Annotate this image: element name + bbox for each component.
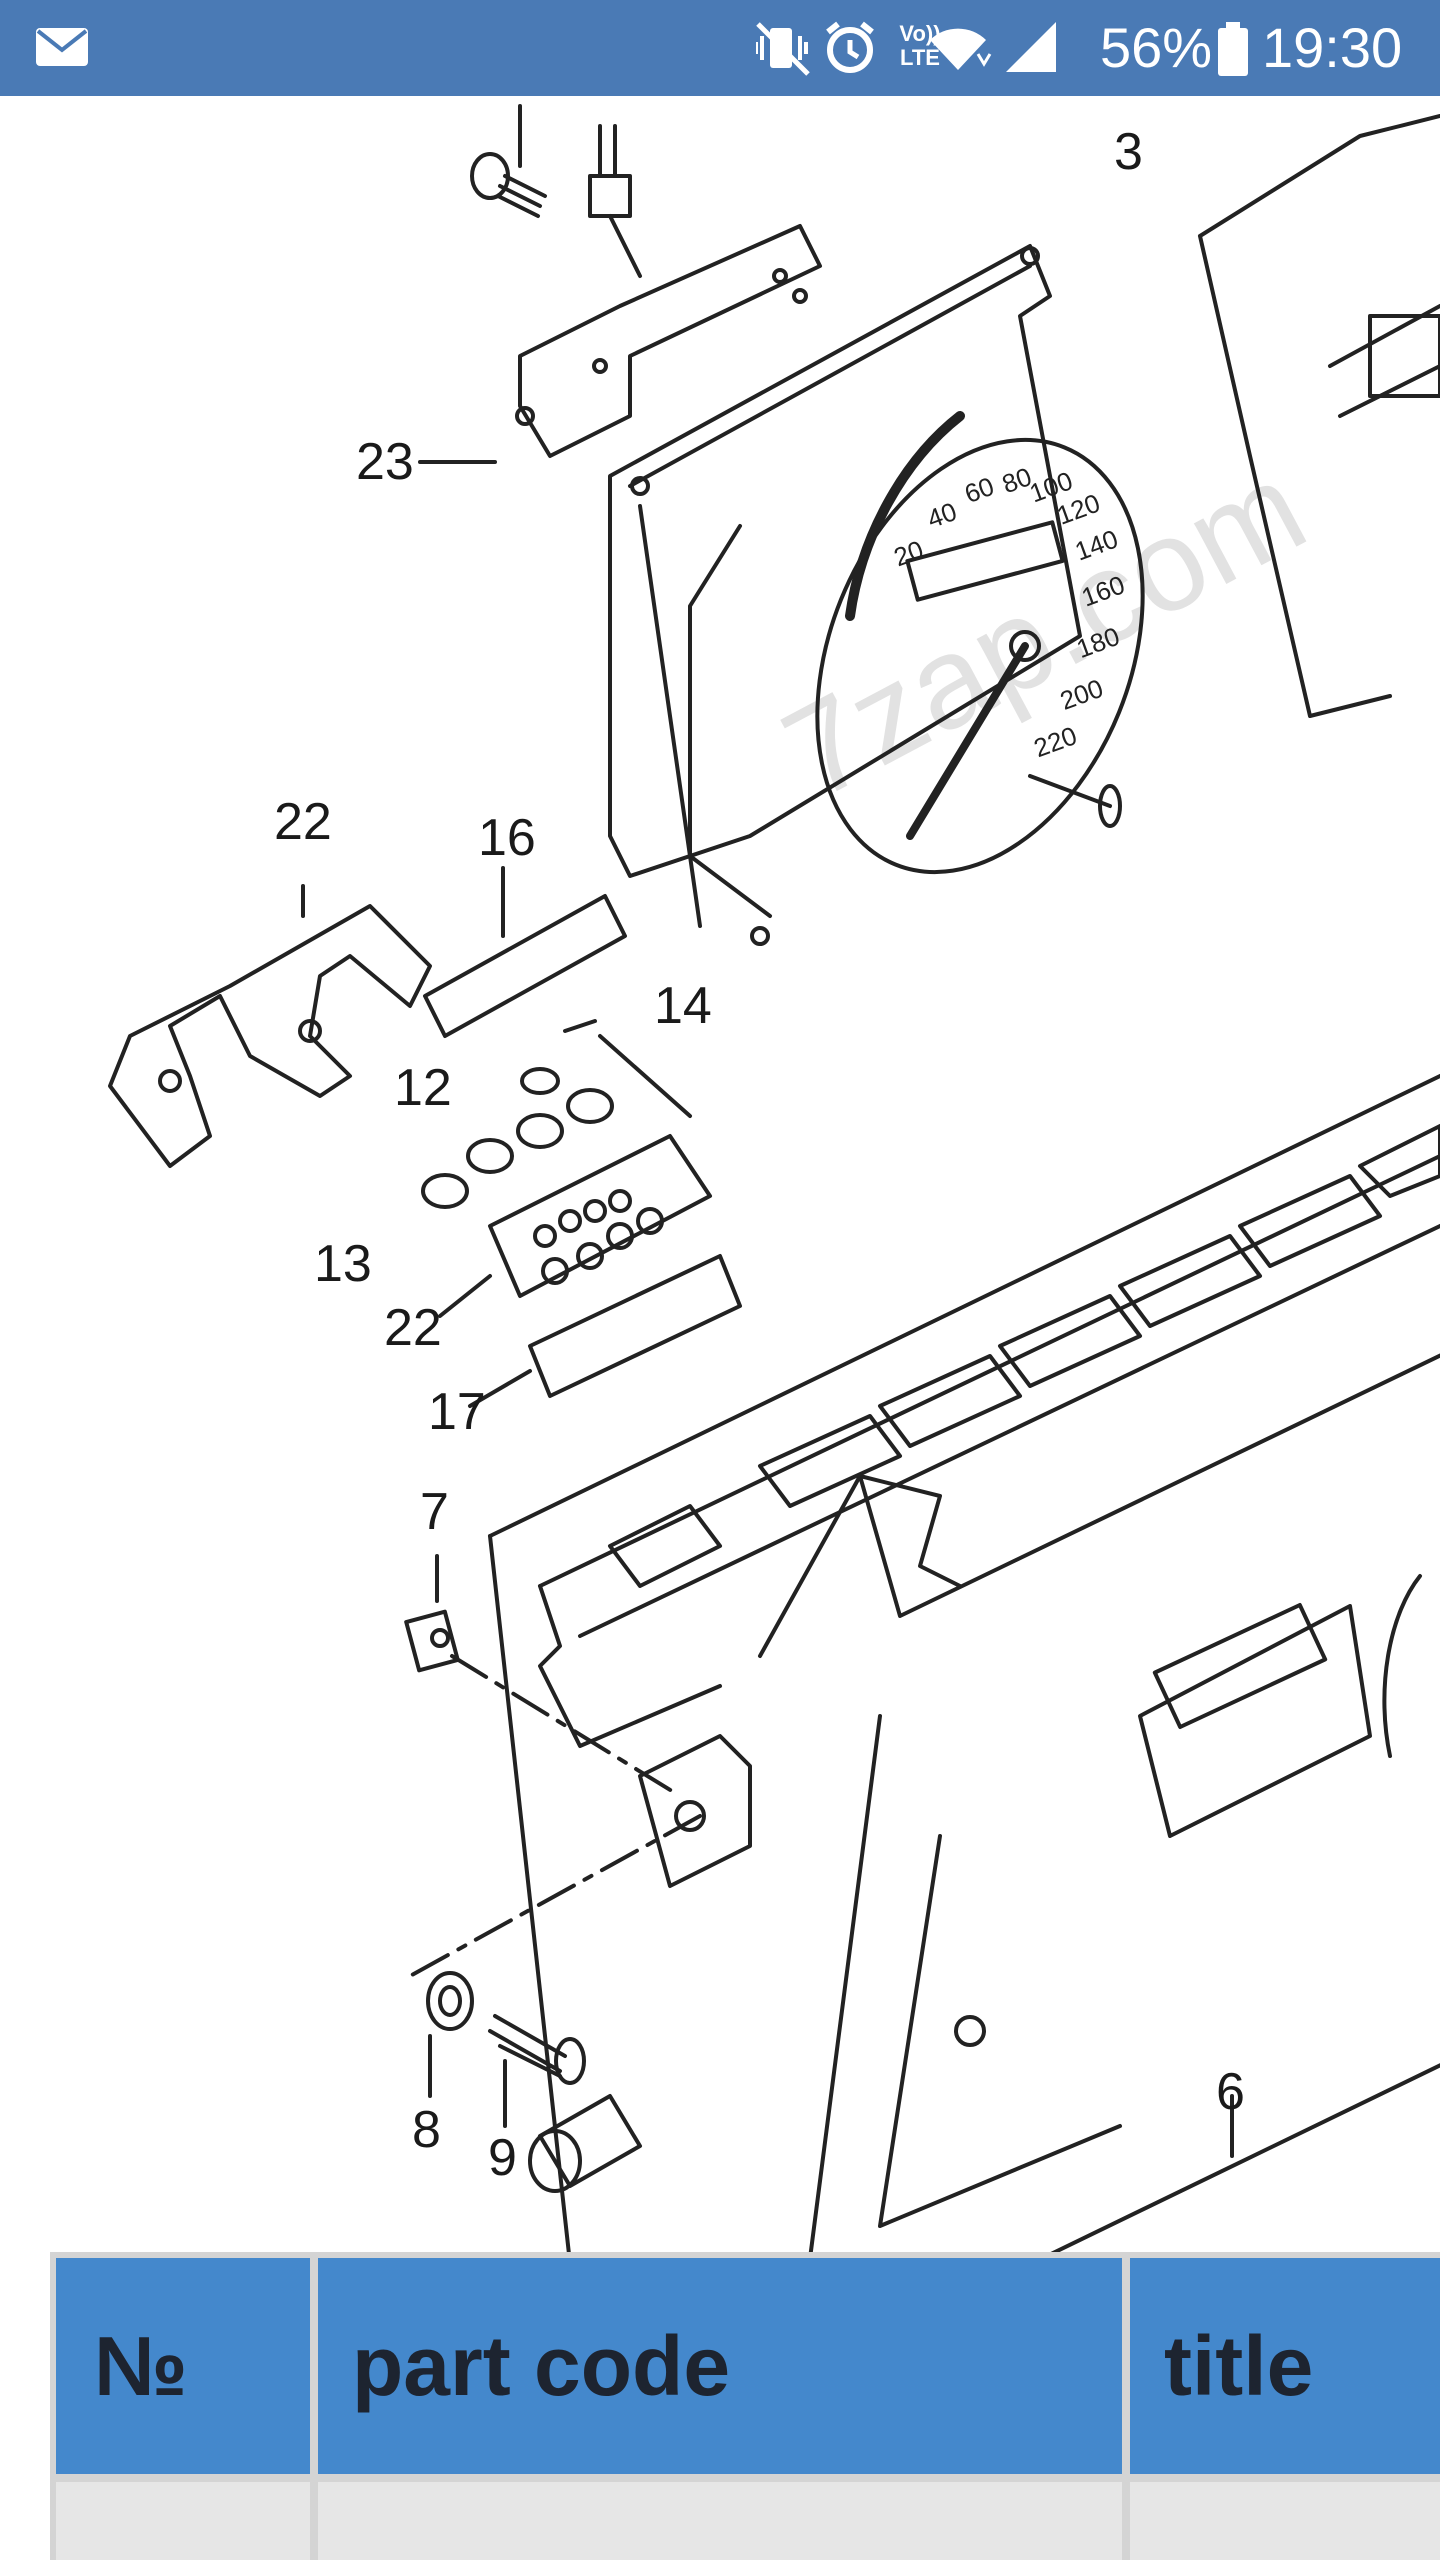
bulb-holder-22: [488, 1134, 712, 1298]
speedometer-label: 220: [1030, 720, 1081, 763]
callout-6[interactable]: 6: [1216, 2063, 1245, 2121]
speedometer-label: 20: [890, 534, 927, 572]
callout-22[interactable]: 22: [274, 793, 332, 851]
screw-9: [488, 2014, 586, 2128]
callout-13[interactable]: 13: [314, 1235, 372, 1293]
status-bar: Vo)) LTE 56% 19:30: [0, 0, 1440, 96]
callout-3[interactable]: 3: [1114, 123, 1143, 181]
wifi-icon: [930, 28, 992, 71]
table-header-row: № part code title: [50, 2252, 1440, 2474]
bracket-22-left: [108, 904, 432, 1168]
washer-8: [426, 1971, 474, 2031]
parts-table: № part code title: [50, 2252, 1440, 2560]
column-header-title[interactable]: title: [1130, 2258, 1440, 2474]
callout-23[interactable]: 23: [356, 433, 414, 491]
signal-icon: [1006, 22, 1056, 72]
table-cell[interactable]: [318, 2482, 1122, 2560]
table-cell[interactable]: [56, 2482, 310, 2560]
callout-14[interactable]: 14: [654, 977, 712, 1035]
parts-diagram[interactable]: 7zap.com: [0, 96, 1440, 2252]
callout-9[interactable]: 9: [488, 2129, 517, 2187]
status-icons: [756, 21, 1056, 76]
callout-22-holder[interactable]: 22: [384, 1299, 442, 1357]
callout-7[interactable]: 7: [420, 1483, 449, 1541]
bracket-23: [518, 224, 822, 458]
column-header-part-code[interactable]: part code: [318, 2258, 1122, 2474]
column-header-number[interactable]: №: [56, 2258, 310, 2474]
table-cell[interactable]: [1130, 2482, 1440, 2560]
vibrate-mute-icon: [756, 22, 810, 76]
bulbs-14-12-13: [421, 1019, 692, 1209]
callout-17[interactable]: 17: [428, 1383, 486, 1441]
clip-7: [404, 1609, 460, 1673]
mail-icon[interactable]: [34, 26, 90, 68]
speedometer-label: 60: [961, 471, 998, 509]
alarm-icon: [826, 21, 874, 73]
volte-icon: Vo)) LTE: [899, 21, 941, 70]
label-strip-16: [423, 894, 627, 1038]
callout-8[interactable]: 8: [412, 2101, 441, 2159]
speedometer-label: 160: [1078, 569, 1129, 612]
connector-drawing: [588, 124, 642, 278]
clock: 19:30: [1262, 16, 1403, 79]
speedometer-label: 40: [923, 496, 960, 534]
speedometer-label: 140: [1071, 524, 1122, 567]
callout-12[interactable]: 12: [394, 1059, 452, 1117]
cluster-housing-top: [488, 1074, 1440, 1638]
bulb-cap: [528, 2094, 642, 2193]
battery-percentage: 56%: [1100, 16, 1213, 79]
battery-icon: [1218, 22, 1248, 76]
speedometer-dial: [815, 437, 1145, 875]
callout-16[interactable]: 16: [478, 809, 536, 867]
speedometer-label: 200: [1056, 673, 1107, 716]
film-17: [528, 1254, 742, 1398]
screw-drawing: [470, 104, 547, 218]
